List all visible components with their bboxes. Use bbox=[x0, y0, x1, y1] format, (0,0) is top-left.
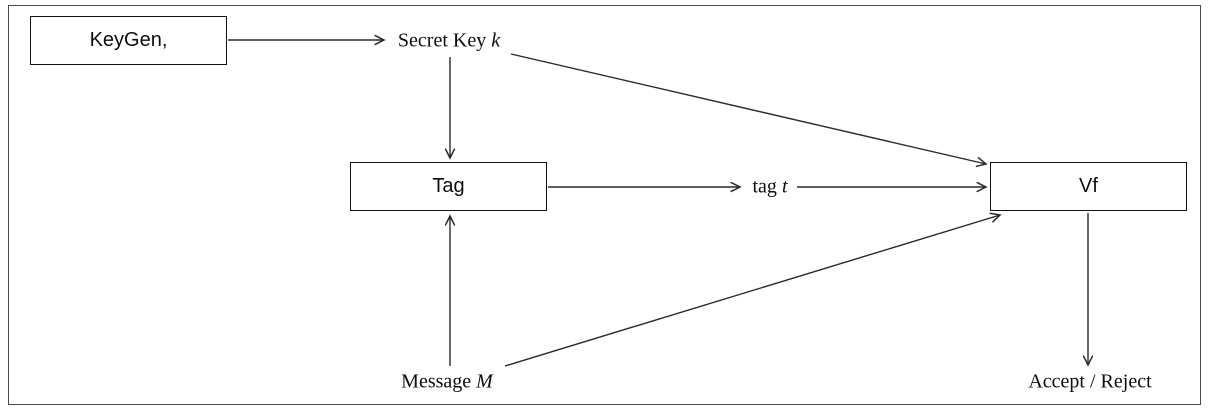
vf-box: Vf bbox=[990, 162, 1187, 211]
message-variable: M bbox=[476, 370, 493, 393]
tag-t-variable: t bbox=[781, 175, 788, 198]
tag-box-label: Tag bbox=[432, 175, 465, 197]
keygen-box: KeyGen, bbox=[30, 16, 227, 65]
accept-reject-text: Accept / Reject bbox=[1028, 370, 1152, 393]
tag-t-text: tag bbox=[752, 175, 777, 198]
accept-reject-label: Accept / Reject bbox=[1028, 371, 1151, 394]
diagram-outer-frame bbox=[8, 5, 1201, 405]
vf-box-label: Vf bbox=[1079, 175, 1098, 197]
secret-key-variable: k bbox=[491, 29, 501, 52]
tag-box: Tag bbox=[350, 162, 547, 211]
secret-key-text: Secret Key bbox=[397, 29, 487, 52]
edge-secret-key-to-vf bbox=[510, 53, 988, 168]
keygen-box-label: KeyGen, bbox=[89, 29, 168, 51]
edge-message-to-vf bbox=[504, 212, 1002, 367]
message-text: Message bbox=[401, 370, 472, 393]
